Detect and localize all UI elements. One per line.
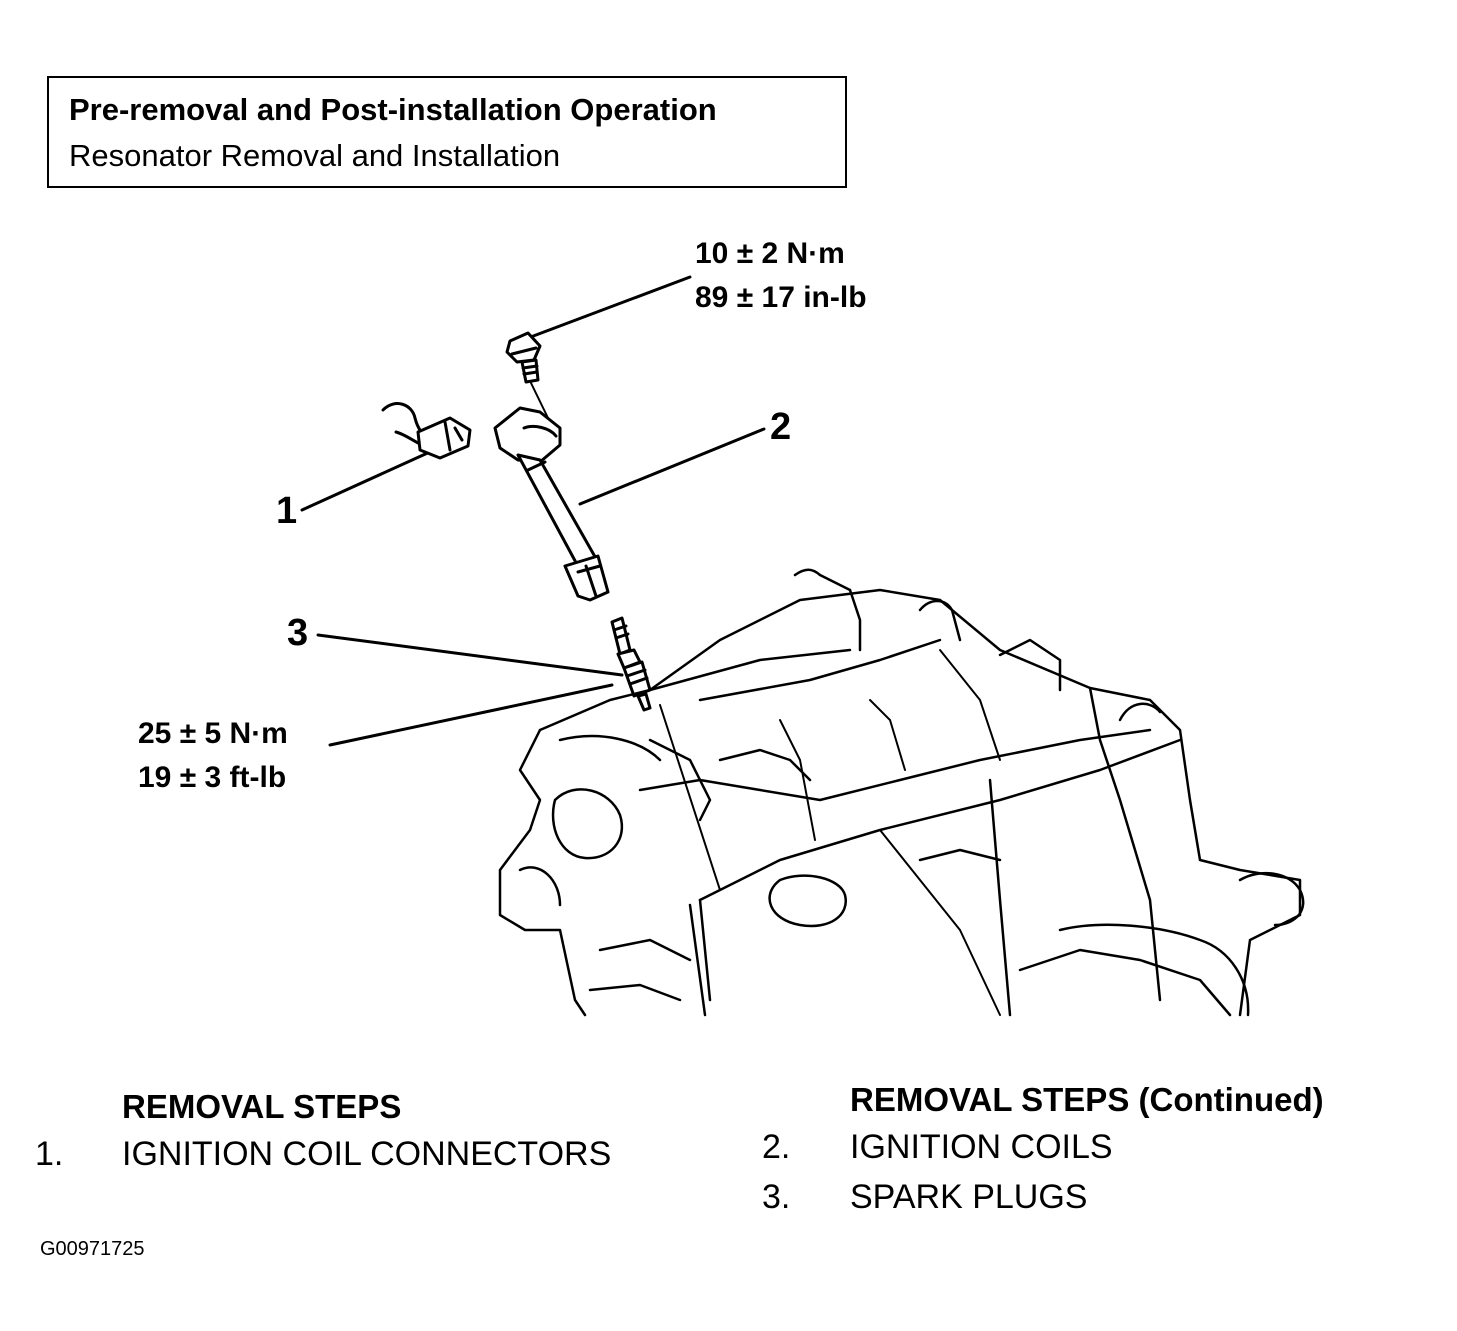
leader-line-1: [300, 449, 434, 512]
leader-line-torque-plug: [328, 683, 614, 747]
operation-subtitle: Resonator Removal and Installation: [69, 138, 561, 173]
callout-1: 1: [276, 490, 298, 532]
spark-plug-icon: [610, 616, 652, 712]
step-label-2: IGNITION COILS: [850, 1128, 1113, 1166]
bolt-icon: [505, 331, 549, 419]
step-number-3: 3.: [762, 1178, 791, 1216]
ignition-coil-connector-icon: [381, 402, 472, 460]
operation-header-box: Pre-removal and Post-installation Operat…: [47, 76, 847, 188]
spark-plug-torque-ft-lb: 19 ± 3 ft-lb: [138, 761, 287, 794]
figure-code: G00971725: [40, 1238, 145, 1260]
removal-steps-heading: REMOVAL STEPS: [122, 1088, 402, 1125]
removal-steps-continued-heading: REMOVAL STEPS (Continued): [850, 1081, 1324, 1118]
callout-2: 2: [770, 406, 792, 448]
operation-title: Pre-removal and Post-installation Operat…: [69, 92, 717, 127]
engine-block-icon: [498, 568, 1305, 1017]
ignition-coil-icon: [493, 406, 610, 602]
step-label-3: SPARK PLUGS: [850, 1178, 1088, 1216]
leader-line-2: [578, 427, 766, 506]
coil-bolt-torque-in-lb: 89 ± 17 in-lb: [695, 281, 867, 314]
step-label-1: IGNITION COIL CONNECTORS: [122, 1135, 612, 1173]
step-number-2: 2.: [762, 1128, 791, 1166]
step-number-1: 1.: [35, 1135, 64, 1173]
coil-bolt-torque-label: 10 ± 2 N·m 89 ± 17 in-lb: [695, 232, 867, 320]
spark-plug-torque-label: 25 ± 5 N·m 19 ± 3 ft-lb: [138, 712, 288, 800]
spark-plug-torque-nm: 25 ± 5 N·m: [138, 717, 288, 750]
leader-line-torque-bolt: [526, 275, 692, 340]
leader-line-3: [316, 633, 624, 677]
coil-bolt-torque-nm: 10 ± 2 N·m: [695, 237, 845, 270]
callout-3: 3: [287, 612, 309, 654]
